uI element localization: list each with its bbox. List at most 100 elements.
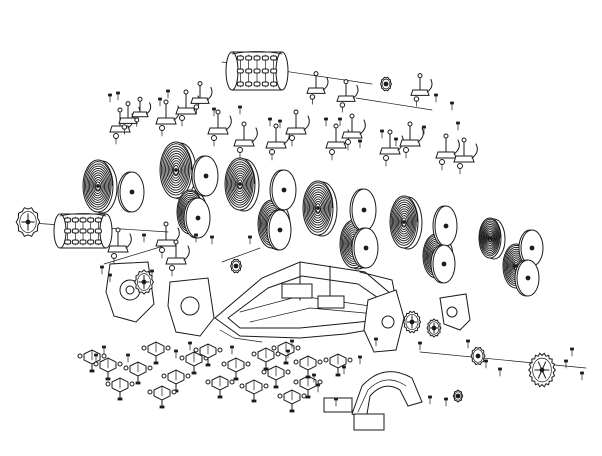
bracket-clip-icon <box>105 377 135 401</box>
screw-icon <box>422 125 426 135</box>
screw-icon <box>268 117 272 127</box>
chassis-frame-icon <box>214 261 399 343</box>
screw-icon <box>358 355 362 365</box>
screw-icon <box>484 359 488 369</box>
lever-bracket-icon <box>453 137 478 175</box>
screw-icon <box>418 341 422 351</box>
lever-bracket-icon <box>207 109 232 147</box>
screw-icon <box>324 117 328 127</box>
gear-icon <box>15 207 41 237</box>
screw-icon <box>450 101 454 111</box>
screw-icon <box>100 265 104 275</box>
screw-icon <box>194 233 198 243</box>
plain-disc-icon <box>518 229 544 267</box>
screw-icon <box>580 371 584 381</box>
bracket-clip-icon <box>239 379 269 403</box>
screw-icon <box>150 269 154 279</box>
screw-icon <box>342 365 346 375</box>
spiral-wheel-icon <box>224 157 260 212</box>
screw-icon <box>498 367 502 377</box>
screw-icon <box>570 347 574 357</box>
bracket-clip-icon <box>123 361 153 385</box>
plain-disc-icon <box>269 169 297 211</box>
plain-disc-icon <box>430 244 456 284</box>
plain-disc-icon <box>266 209 292 251</box>
side-plate-icon <box>363 289 471 353</box>
plain-disc-icon <box>514 259 540 297</box>
plain-disc-icon <box>117 171 145 213</box>
gear-icon <box>229 258 243 274</box>
lever-bracket-icon <box>336 79 359 113</box>
gear-icon <box>134 269 154 295</box>
screw-icon <box>126 353 130 363</box>
screw-icon <box>394 137 398 147</box>
screw-icon <box>174 349 178 359</box>
arch-support-icon <box>323 371 423 431</box>
screw-icon <box>230 345 234 355</box>
plain-disc-icon <box>351 227 379 269</box>
bracket-clip-icon <box>141 341 171 365</box>
lever-bracket-icon <box>306 71 329 105</box>
screw-icon <box>116 91 120 101</box>
plain-disc-icon <box>191 155 219 197</box>
gear-icon <box>402 310 422 334</box>
screw-icon <box>166 89 170 99</box>
lever-bracket-icon <box>233 121 258 159</box>
bracket-clip-icon <box>205 375 235 399</box>
screw-icon <box>466 339 470 349</box>
lever-bracket-icon <box>399 121 424 159</box>
screw-icon <box>334 397 338 407</box>
gear-icon <box>379 76 393 92</box>
lever-bracket-icon <box>107 227 132 265</box>
lever-bracket-icon <box>325 123 350 161</box>
screw-icon <box>248 235 252 245</box>
lever-bracket-icon <box>165 239 190 277</box>
lever-bracket-icon <box>265 123 290 161</box>
bracket-clip-icon <box>179 351 209 375</box>
screw-icon <box>108 273 112 283</box>
lever-bracket-icon <box>341 113 366 151</box>
screw-icon <box>290 339 294 349</box>
lever-bracket-icon <box>285 109 310 147</box>
lever-bracket-icon <box>379 129 404 167</box>
spiral-wheel-icon <box>82 159 118 214</box>
screw-icon <box>380 129 384 139</box>
screw-icon <box>358 139 362 149</box>
bracket-clip-icon <box>221 357 251 381</box>
screw-icon <box>188 341 192 351</box>
bracket-clip-icon <box>261 365 291 389</box>
plain-disc-icon <box>432 205 458 247</box>
screw-icon <box>94 353 98 363</box>
left-plate-icon <box>105 261 215 337</box>
bracket-clip-icon <box>147 385 177 409</box>
plain-disc-icon <box>349 188 377 232</box>
bracket-clip-icon <box>277 389 307 413</box>
screw-icon <box>428 395 432 405</box>
screw-icon <box>444 397 448 407</box>
screw-icon <box>316 383 320 393</box>
lever-bracket-icon <box>190 81 213 115</box>
lever-bracket-icon <box>109 107 134 145</box>
screw-icon <box>238 105 242 115</box>
screw-icon <box>456 121 460 131</box>
screw-icon <box>278 119 282 129</box>
gear-icon <box>426 318 442 338</box>
gear-icon <box>452 389 464 403</box>
spiral-wheel-icon <box>302 180 338 237</box>
pin-drum-icon <box>225 51 289 91</box>
plain-disc-icon <box>183 197 211 239</box>
bracket-clip-icon <box>293 355 323 379</box>
bracket-clip-icon <box>93 357 123 381</box>
bracket-clip-icon <box>323 353 353 377</box>
screw-icon <box>210 235 214 245</box>
pin-drum-icon <box>53 213 113 249</box>
lever-bracket-icon <box>435 133 460 171</box>
bracket-clip-icon <box>193 343 223 367</box>
screw-icon <box>102 345 106 355</box>
screw-icon <box>212 107 216 117</box>
screw-icon <box>158 97 162 107</box>
spiral-wheel-icon <box>478 217 506 260</box>
screw-icon <box>142 233 146 243</box>
lever-bracket-icon <box>175 89 200 127</box>
